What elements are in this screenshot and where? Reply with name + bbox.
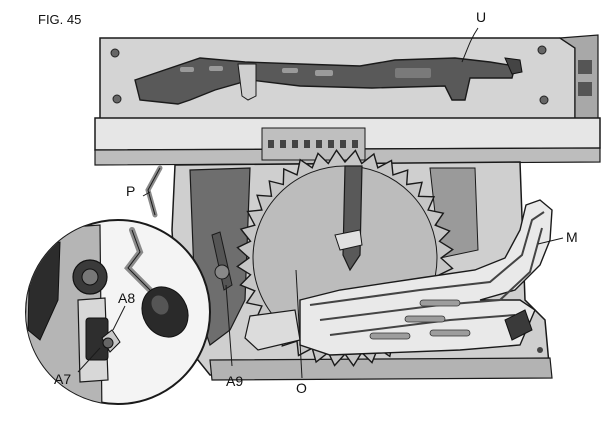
table-rail xyxy=(94,117,601,166)
arbor-lock-slot xyxy=(211,231,233,291)
blade-guard xyxy=(244,199,553,356)
figure-caption: FIG. 45 xyxy=(38,12,81,27)
detail-magnifier xyxy=(25,219,211,405)
callout-o: O xyxy=(296,380,307,396)
callout-a8: A8 xyxy=(118,290,135,306)
callout-a7: A7 xyxy=(54,371,71,387)
crank-handle xyxy=(145,165,163,218)
callout-u: U xyxy=(476,9,486,25)
leader-lines xyxy=(77,27,564,379)
blade-wrench xyxy=(134,57,523,105)
callout-m: M xyxy=(566,229,578,245)
callout-a9: A9 xyxy=(226,373,243,389)
callout-p: P xyxy=(126,183,135,199)
